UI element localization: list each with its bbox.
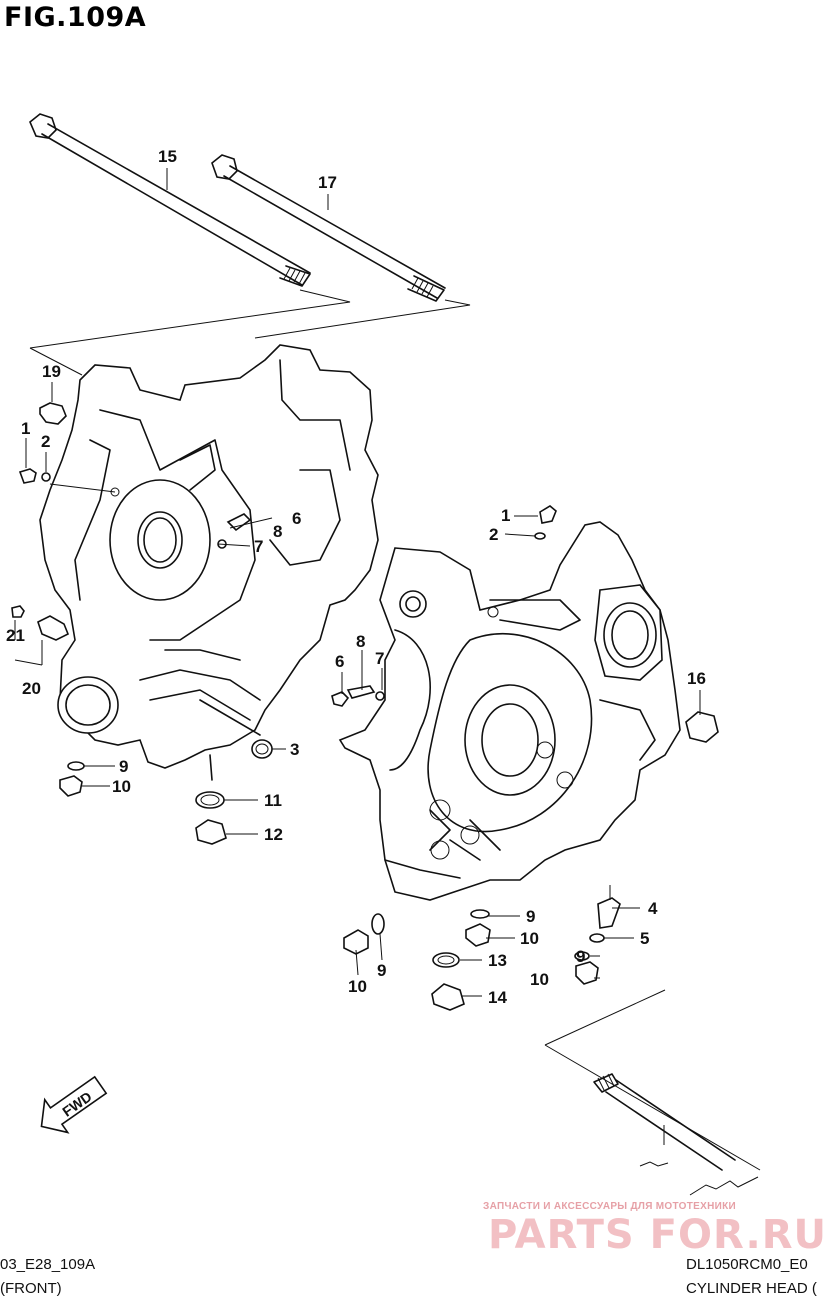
long-bolt-15	[29, 113, 311, 287]
callout-4: 4	[648, 899, 658, 918]
callout-2: 2	[489, 525, 498, 544]
lower-long-bolt	[544, 989, 761, 1196]
callout-9: 9	[526, 907, 535, 926]
callout-9: 9	[576, 947, 585, 966]
footer-left-code: 03_E28_109A	[0, 1256, 96, 1273]
callout-15: 15	[158, 147, 177, 166]
fwd-arrow: FWD	[40, 1075, 108, 1134]
footer-left-label: (FRONT)	[0, 1280, 62, 1297]
callout-12: 12	[264, 825, 283, 844]
callout-7: 7	[254, 537, 263, 556]
callout-labels: 15 17 19 1 2 6 8 7 21 20 3 9 10 11 12 1 …	[6, 147, 706, 1007]
callout-16: 16	[687, 669, 706, 688]
callout-6: 6	[292, 509, 301, 528]
leader-lines	[14, 168, 701, 1145]
callout-8: 8	[273, 522, 282, 541]
crankcase-left-half	[39, 344, 379, 781]
callout-10: 10	[520, 929, 539, 948]
callout-20: 20	[22, 679, 41, 698]
crankcase-right-half	[338, 521, 681, 901]
callout-5: 5	[640, 929, 649, 948]
footer-right-code: DL1050RCM0_E0	[686, 1256, 808, 1273]
callout-7: 7	[375, 649, 384, 668]
callout-17: 17	[318, 173, 337, 192]
watermark-logo: PARTS FOR.RU	[488, 1212, 827, 1258]
watermark-tagline: ЗАПЧАСТИ И АКСЕССУАРЫ ДЛЯ МОТОТЕХНИКИ	[483, 1201, 736, 1212]
callout-8: 8	[356, 632, 365, 651]
callout-21: 21	[6, 626, 25, 645]
callout-3: 3	[290, 740, 299, 759]
callout-10: 10	[348, 977, 367, 996]
callout-2: 2	[41, 432, 50, 451]
long-bolt-17	[211, 154, 446, 302]
callout-1: 1	[501, 506, 510, 525]
callout-9: 9	[377, 961, 386, 980]
small-parts	[11, 402, 719, 1011]
callout-14: 14	[488, 988, 507, 1007]
callout-19: 19	[42, 362, 61, 381]
figure-title: FIG.109A	[4, 2, 147, 33]
footer-right-label: CYLINDER HEAD (	[686, 1280, 817, 1297]
callout-11: 11	[264, 791, 282, 810]
exploded-parts-diagram: 15 17 19 1 2 6 8 7 21 20 3 9 10 11 12 1 …	[6, 113, 761, 1196]
callout-10: 10	[530, 970, 549, 989]
callout-9: 9	[119, 757, 128, 776]
callout-10: 10	[112, 777, 131, 796]
callout-13: 13	[488, 951, 507, 970]
callout-6: 6	[335, 652, 344, 671]
callout-1: 1	[21, 419, 30, 438]
